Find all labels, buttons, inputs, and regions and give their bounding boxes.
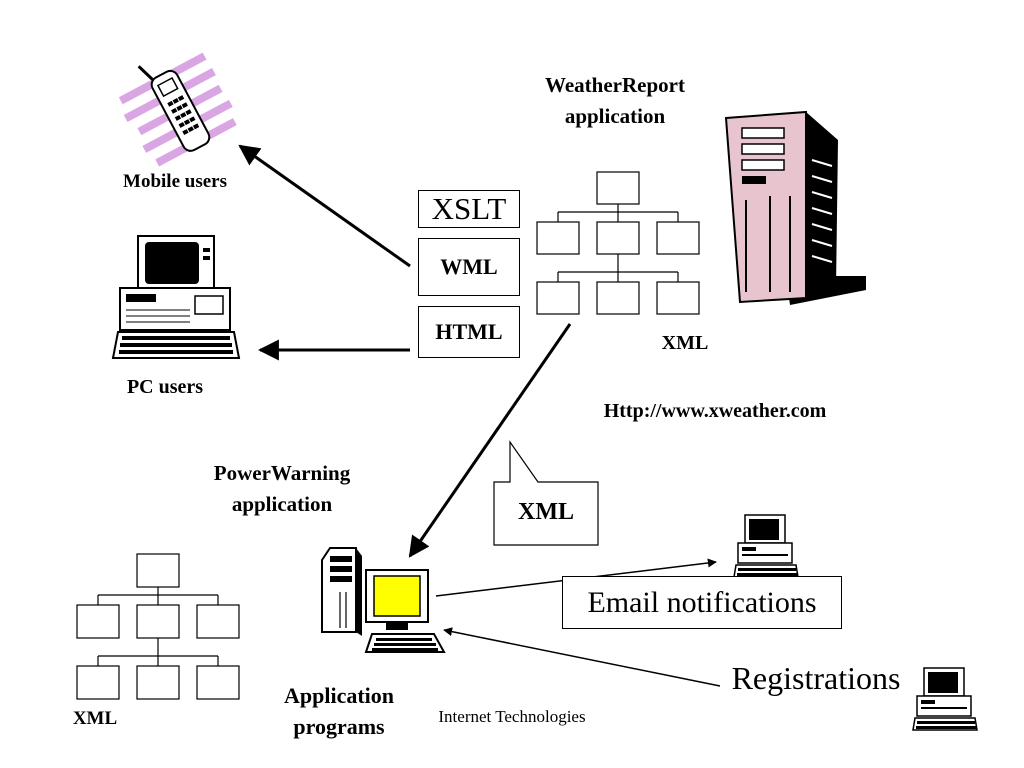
footer-text: Internet Technologies: [438, 707, 586, 726]
xml-callout-shape: [493, 440, 599, 546]
pc-users-label: PC users: [126, 376, 204, 398]
xml-bottom-label: XML: [72, 708, 118, 729]
format-box-wml: WML: [418, 238, 520, 296]
arrow-from-registrations: [443, 627, 721, 687]
xml-tree-bottom: [76, 553, 240, 700]
workstation-icon: [321, 547, 446, 653]
phone-icon: [118, 52, 237, 167]
small-pc-icon: [912, 667, 978, 731]
xml-top-label: XML: [661, 332, 709, 354]
arrow-to-mobile: [238, 144, 411, 268]
small-pc-icon: [733, 514, 799, 578]
pc-icon: [111, 235, 241, 359]
arrow-xml-to-app: [408, 323, 572, 558]
format-box-xslt: XSLT: [418, 190, 520, 228]
app-programs-label: Application programs: [283, 683, 395, 739]
format-box-html: HTML: [418, 306, 520, 358]
server-icon: [724, 110, 866, 305]
xml-tree-top: [536, 171, 700, 315]
registrations-label: Registrations: [731, 660, 901, 696]
mobile-users-label: Mobile users: [123, 171, 227, 192]
url-label: Http://www.xweather.com: [603, 400, 827, 422]
email-notifications-box: Email notifications: [562, 576, 842, 629]
power-app-label: PowerWarning application: [213, 461, 351, 516]
weather-app-label: WeatherReport application: [545, 73, 685, 128]
xml-callout-label: XML: [518, 499, 574, 525]
